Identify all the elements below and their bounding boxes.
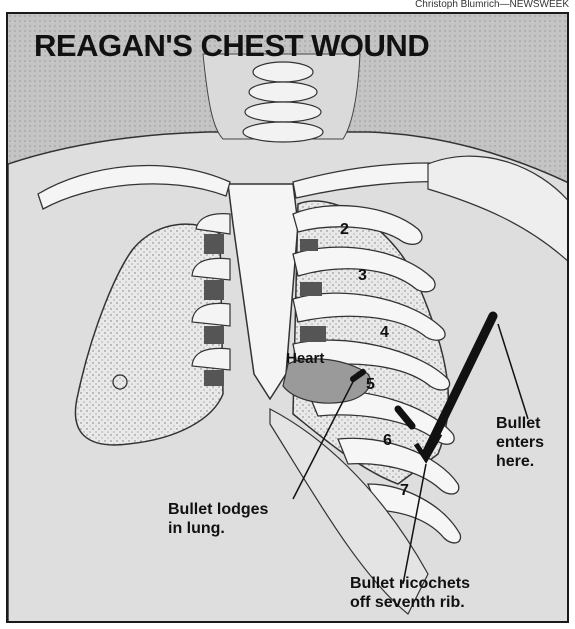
callout-line: Bullet (496, 414, 544, 433)
chest-illustration (8, 14, 569, 623)
rib-number-6: 6 (383, 432, 392, 450)
callout-line: Bullet ricochets (350, 574, 470, 593)
callout-line: enters (496, 433, 544, 452)
heart-label: Heart (286, 350, 324, 367)
callout-line: in lung. (168, 519, 268, 538)
illustration-frame: REAGAN'S CHEST WOUND 2 3 4 5 6 7 Heart B… (6, 12, 569, 623)
callout-bullet-ricochets: Bullet ricochets off seventh rib. (350, 574, 470, 612)
callout-line: here. (496, 452, 544, 471)
page-title: REAGAN'S CHEST WOUND (34, 28, 429, 64)
callout-line: off seventh rib. (350, 593, 470, 612)
rib-number-7: 7 (400, 482, 409, 500)
rib-number-3: 3 (358, 267, 367, 285)
rib-number-4: 4 (380, 324, 389, 342)
photo-credit: Christoph Blumrich—NEWSWEEK (415, 0, 569, 12)
rib-number-5: 5 (366, 376, 375, 394)
callout-bullet-enters: Bullet enters here. (496, 414, 544, 471)
rib-number-2: 2 (340, 221, 349, 239)
callout-line: Bullet lodges (168, 500, 268, 519)
callout-bullet-lodges: Bullet lodges in lung. (168, 500, 268, 538)
